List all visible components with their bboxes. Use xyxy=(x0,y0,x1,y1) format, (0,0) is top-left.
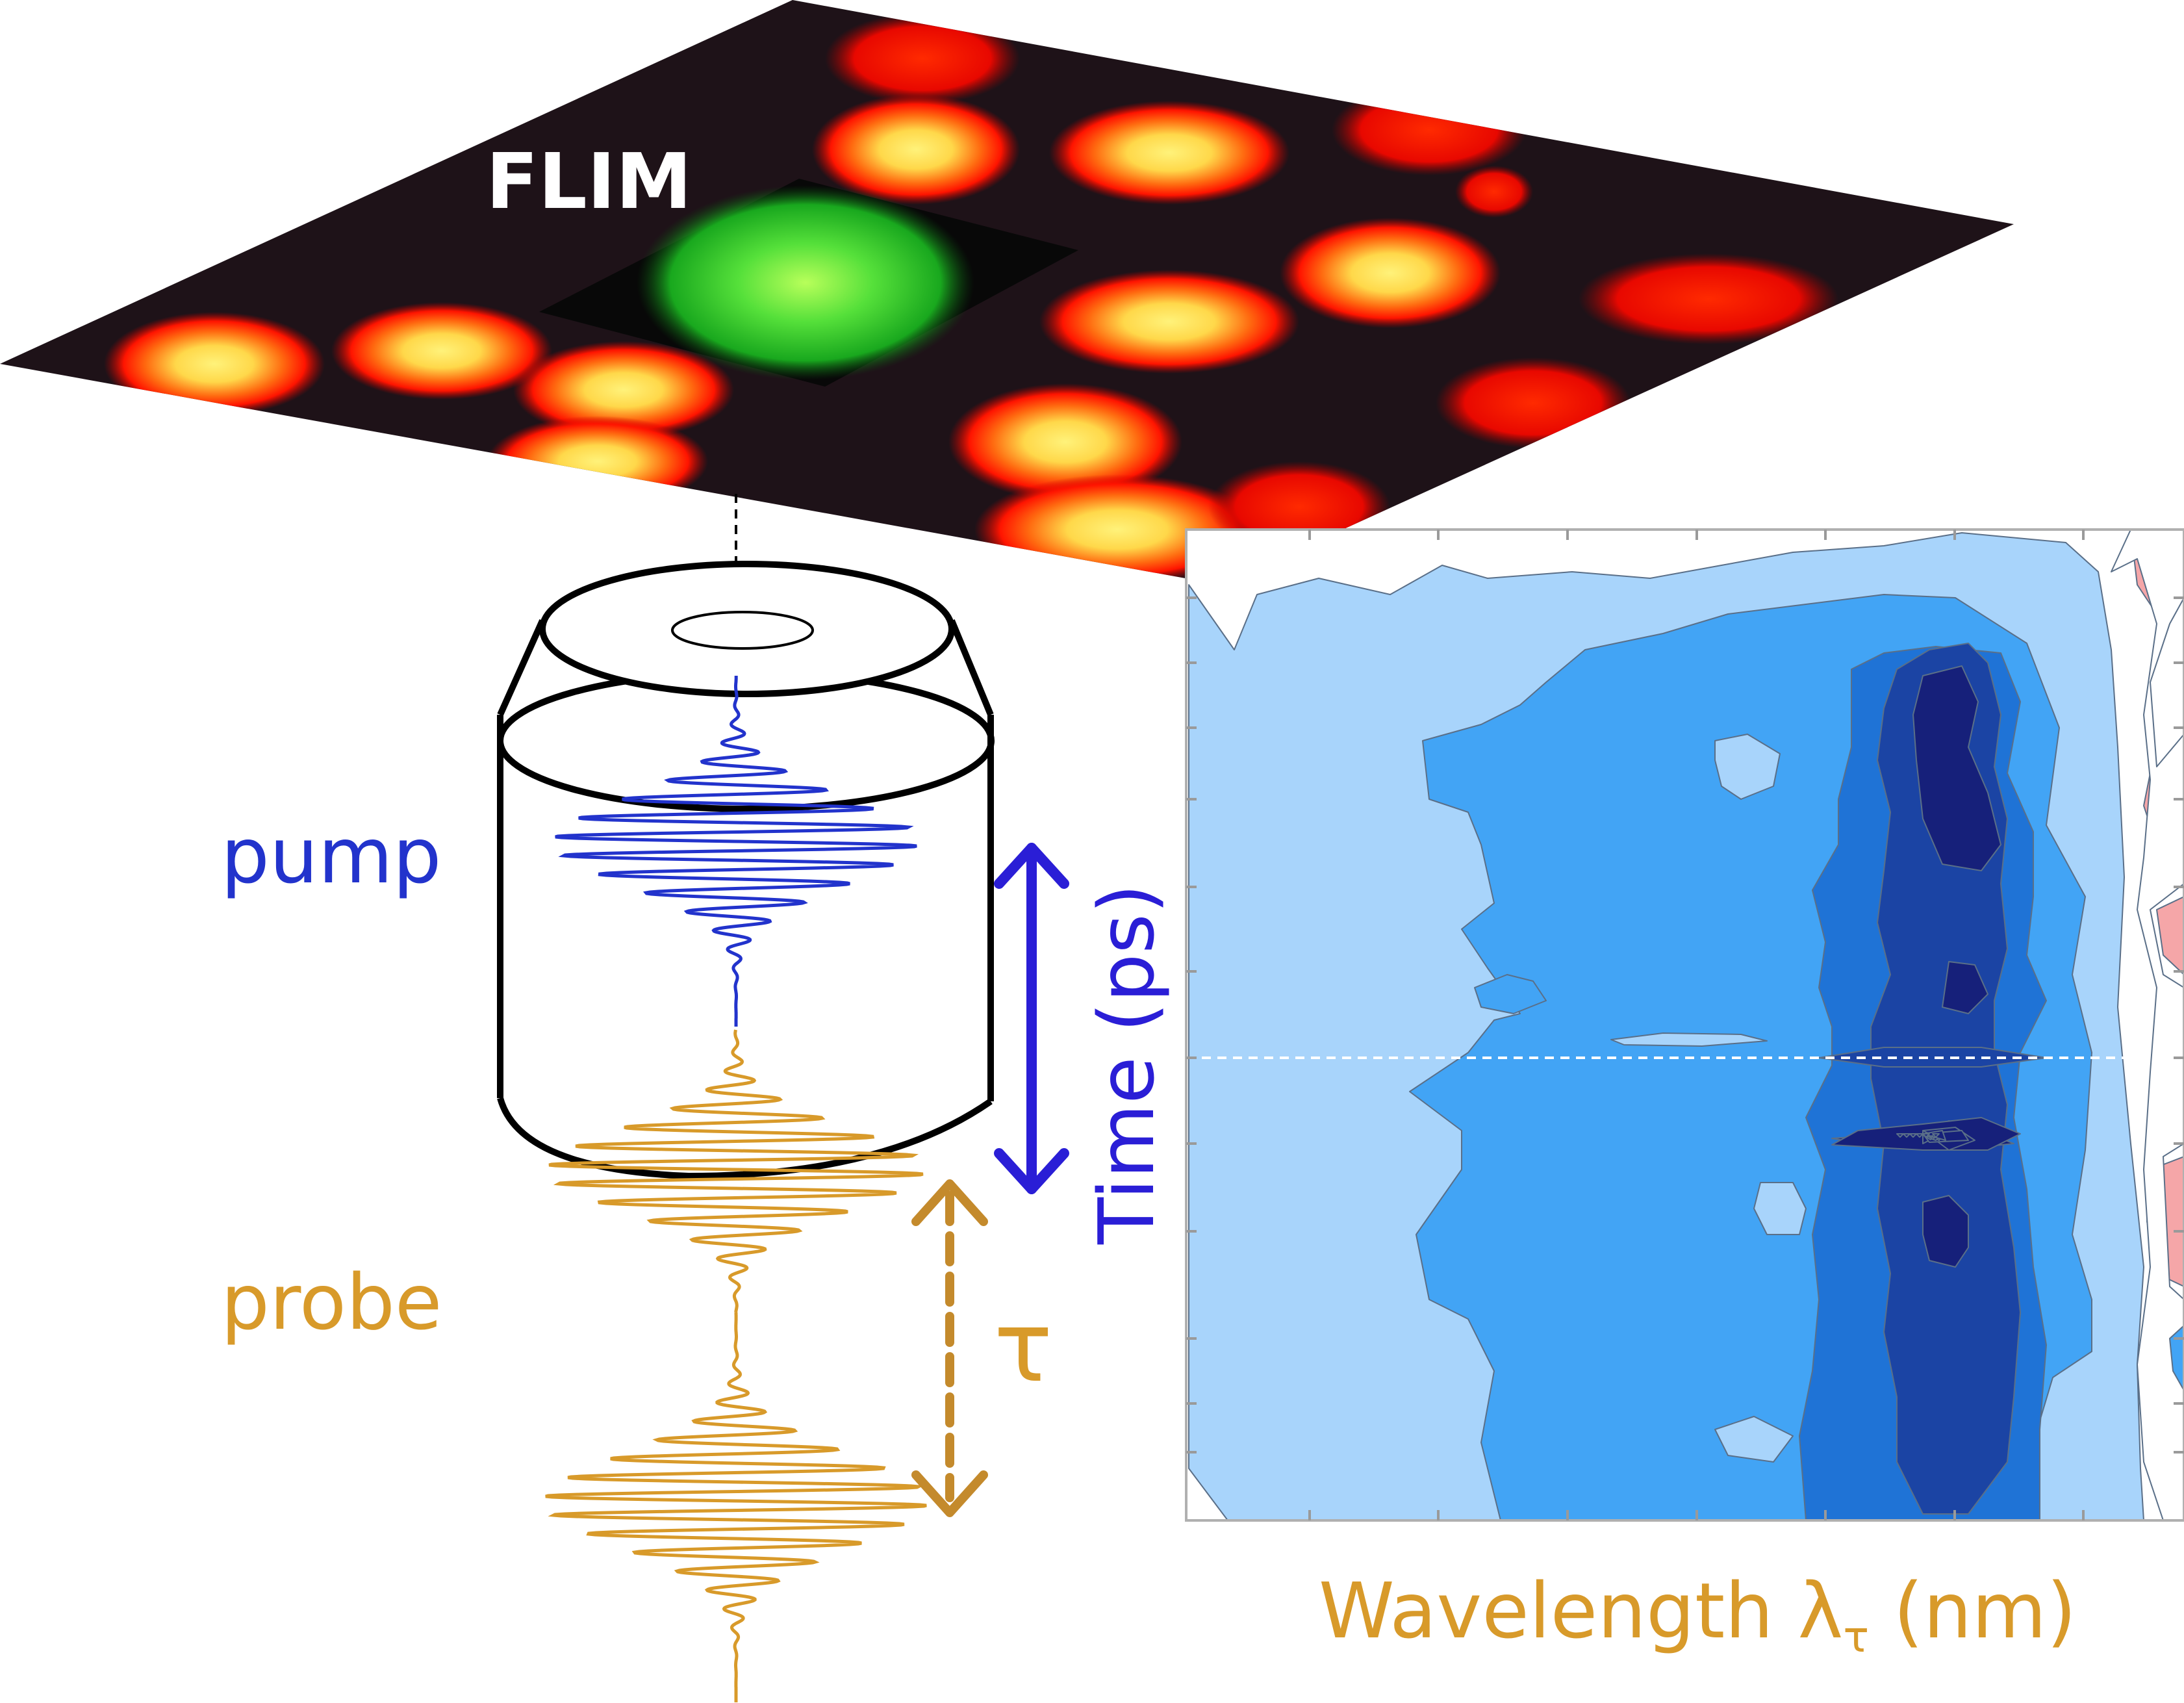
flim-cell xyxy=(948,383,1182,500)
flim-image-plane: FLIM xyxy=(0,0,2014,585)
contour-island xyxy=(1714,1416,1794,1463)
contour-level-2-left xyxy=(1474,974,1547,1014)
contour-positive xyxy=(2156,896,2184,975)
contour-island xyxy=(1714,734,1781,800)
flim-cell xyxy=(487,416,708,507)
contour-level-5-core xyxy=(1922,1133,1930,1138)
probe-label: probe xyxy=(221,1257,442,1347)
probe-pulse-2 xyxy=(545,1312,927,1702)
pump-label: pump xyxy=(221,811,442,901)
probe-pulse-1 xyxy=(548,1029,924,1313)
pump-pulse xyxy=(555,676,917,1027)
flim-inset-green-cell xyxy=(637,185,974,380)
flim-label: FLIM xyxy=(486,136,692,226)
contour-white-edge xyxy=(2111,530,2184,1520)
flim-cell xyxy=(1332,84,1527,175)
contour-level-5-core xyxy=(1942,961,1988,1014)
flim-cell xyxy=(1280,218,1501,328)
contour-level-5-core xyxy=(1916,1133,1924,1138)
flim-cell xyxy=(1455,166,1533,218)
contour-plot xyxy=(1185,528,2184,1522)
plot-ticks xyxy=(1186,530,2184,1520)
contour-level-5-core xyxy=(1896,1133,1904,1138)
flim-cell xyxy=(1579,253,1838,344)
contour-level-5-core xyxy=(1922,1195,1969,1268)
flim-cell xyxy=(1049,101,1289,205)
flim-cell xyxy=(104,312,325,416)
flim-cell xyxy=(812,94,1020,205)
flim-cell xyxy=(1436,357,1631,448)
flim-cell xyxy=(1039,270,1299,374)
contour-level-5-core xyxy=(1909,1133,1917,1138)
contour-positive-edge xyxy=(2169,1325,2184,1391)
wavelength-label-subscript: τ xyxy=(1843,1612,1869,1662)
flim-cell xyxy=(825,13,1020,104)
wavelength-label-main: Wavelength λ xyxy=(1319,1566,1843,1656)
microscope-objective-icon xyxy=(497,561,995,1179)
plot-frame xyxy=(1185,528,2184,1522)
double-headed-arrow-icon xyxy=(994,843,1069,1194)
contour-light-streak xyxy=(1610,1032,1768,1047)
pulses xyxy=(545,676,927,1702)
flim-cell xyxy=(331,302,552,400)
contour-level-5-core xyxy=(1929,1136,1936,1140)
wavelength-axis-label: Wavelength λτ (nm) xyxy=(1319,1566,2076,1662)
contour-level-5-core xyxy=(1903,1133,1911,1138)
wavelength-label-unit: (nm) xyxy=(1869,1566,2076,1656)
dashed-delay-arrow-icon xyxy=(911,1179,988,1517)
contour-level-5-core xyxy=(1932,1133,1940,1138)
contour-island xyxy=(1753,1182,1807,1235)
tau-label: τ xyxy=(994,1291,1052,1404)
time-axis-label: Time (ps) xyxy=(1082,884,1171,1245)
contour-level-5-core xyxy=(1912,665,2001,871)
flim-cell xyxy=(513,341,734,439)
